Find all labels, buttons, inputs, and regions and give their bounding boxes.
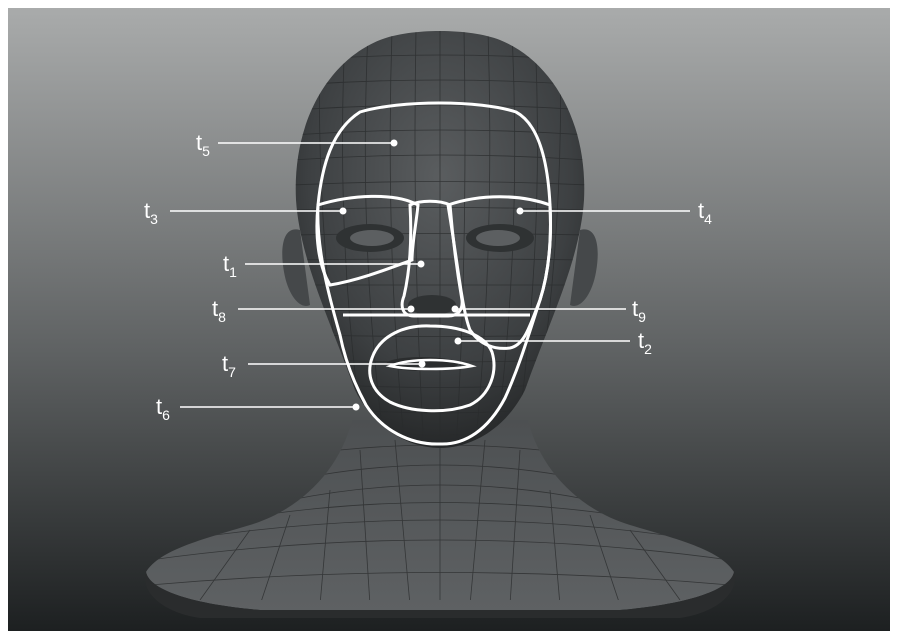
nose-shadow xyxy=(408,295,456,315)
left-eye xyxy=(350,230,394,246)
right-eye xyxy=(476,230,520,246)
